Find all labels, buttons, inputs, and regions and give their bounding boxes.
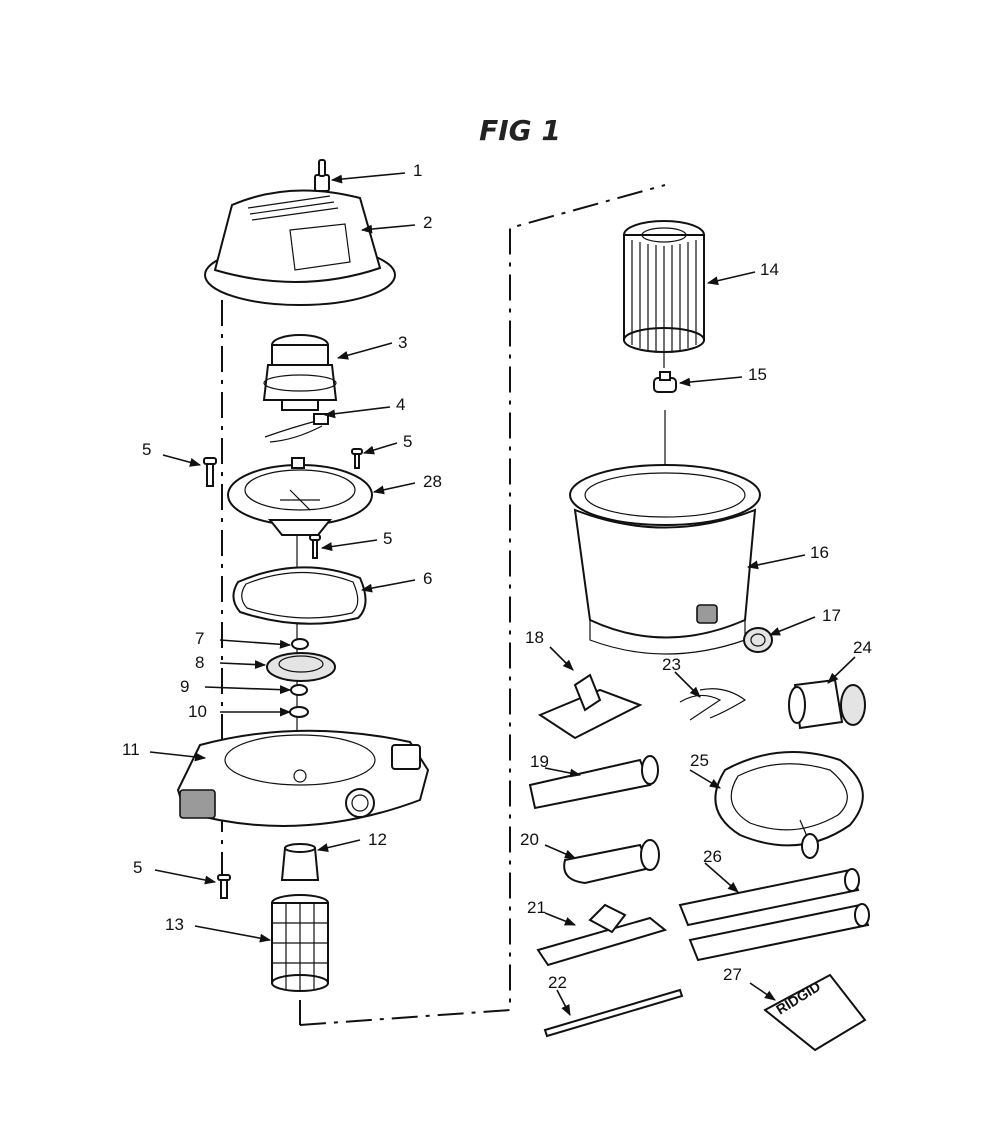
- callout-25: 25: [690, 751, 709, 770]
- clips-part-23: [679, 688, 747, 721]
- drum-part-16: [569, 464, 761, 655]
- callout-22: 22: [548, 973, 567, 992]
- powerhead-base-part-11: [176, 729, 430, 827]
- callout-labels: 1 2 3 4 5 5 5 5 6 7 8 9 10 11 12 13 14 1…: [122, 161, 872, 992]
- callout-28: 28: [423, 472, 442, 491]
- screw-part-5-left: [203, 457, 217, 487]
- callout-3: 3: [398, 333, 407, 352]
- adapter-part-24: [788, 678, 866, 730]
- callout-1: 1: [413, 161, 422, 180]
- leader-lines: [149, 172, 856, 1016]
- callout-27: 27: [723, 965, 742, 984]
- callout-26: 26: [703, 847, 722, 866]
- callout-23: 23: [662, 655, 681, 674]
- screw-part-5-middle: [309, 534, 321, 559]
- gulper-nozzle-part-20: [563, 839, 660, 885]
- callout-12: 12: [368, 830, 387, 849]
- utility-nozzle-part-18: [537, 673, 643, 740]
- impeller-part-8: [266, 652, 336, 682]
- switch-part-1: [314, 159, 330, 192]
- callout-10: 10: [188, 702, 207, 721]
- float-part-12: [280, 843, 320, 881]
- callout-5-left: 5: [142, 440, 151, 459]
- motor-plate-part-28: [227, 457, 373, 536]
- floor-nozzle-part-21: [536, 903, 668, 967]
- nut-part-7: [291, 638, 309, 650]
- extension-wands-part-26: [678, 868, 870, 962]
- callout-24: 24: [853, 638, 872, 657]
- squeegee-part-22: [543, 988, 684, 1038]
- callout-5-bottom: 5: [133, 858, 142, 877]
- callout-21: 21: [527, 898, 546, 917]
- callout-17: 17: [822, 606, 841, 625]
- callout-19: 19: [530, 752, 549, 771]
- callout-16: 16: [810, 543, 829, 562]
- callout-8: 8: [195, 653, 204, 672]
- motor-cover-part-2: [204, 189, 396, 306]
- gasket-part-6: [232, 566, 367, 625]
- callout-9: 9: [180, 677, 189, 696]
- callout-18: 18: [525, 628, 544, 647]
- screw-part-5-right: [351, 448, 363, 469]
- callout-11: 11: [122, 740, 140, 759]
- cartridge-filter-part-14: [623, 220, 705, 353]
- callout-7: 7: [195, 629, 204, 648]
- manual-part-27: RIDGID: [763, 973, 867, 1052]
- hose-part-25: [714, 751, 864, 859]
- float-cage-part-13: [271, 894, 329, 992]
- figure-title: FIG 1: [479, 114, 561, 147]
- filter-nut-part-15: [653, 371, 677, 393]
- callout-13: 13: [165, 915, 184, 934]
- callout-20: 20: [520, 830, 539, 849]
- motor-part-3: [262, 334, 338, 411]
- drain-cap-part-17: [743, 627, 773, 653]
- callout-2: 2: [423, 213, 432, 232]
- callout-14: 14: [760, 260, 779, 279]
- washer-part-9: [290, 684, 308, 696]
- callout-5-middle: 5: [383, 529, 392, 548]
- wire-part-4: [264, 413, 329, 443]
- callout-4: 4: [396, 395, 405, 414]
- callout-6: 6: [423, 569, 432, 588]
- crevice-tool-part-19: [528, 755, 659, 810]
- callout-5-right: 5: [403, 432, 412, 451]
- screw-part-5-bottom: [217, 874, 231, 899]
- washer-part-10: [289, 706, 309, 718]
- callout-15: 15: [748, 365, 767, 384]
